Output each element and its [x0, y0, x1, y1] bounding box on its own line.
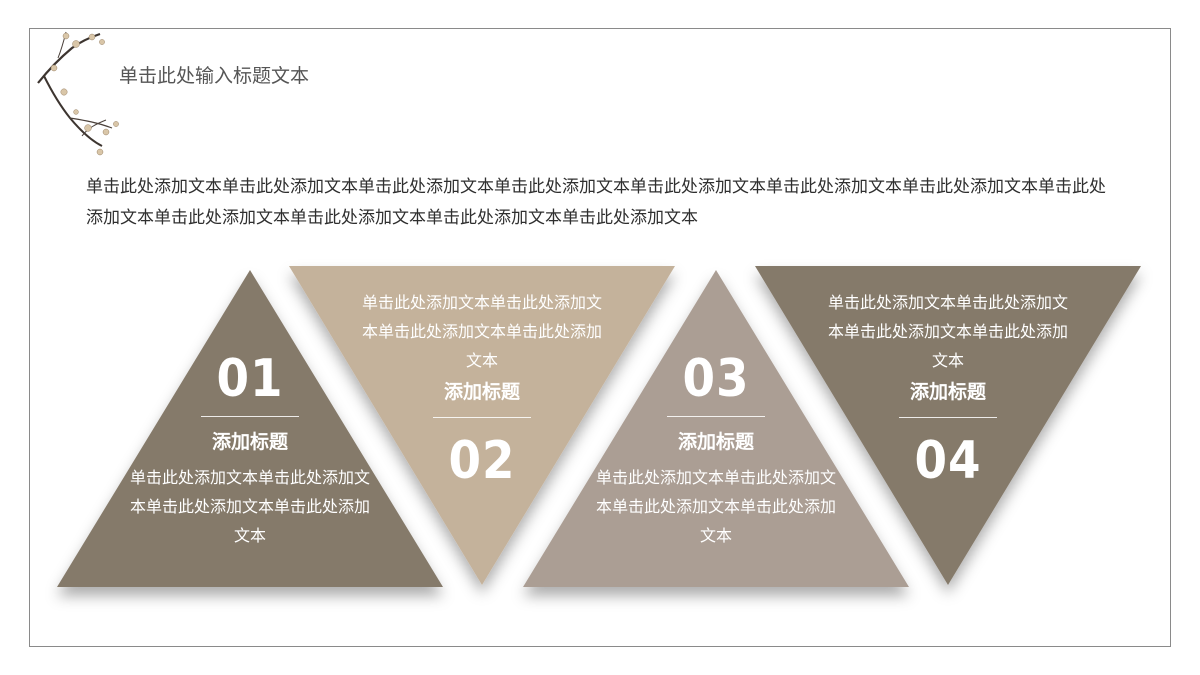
item-1-text[interactable]: 单击此处添加文本单击此处添加文本单击此处添加文本单击此处添加文本 — [130, 468, 371, 545]
slide-title[interactable]: 单击此处输入标题文本 — [119, 65, 310, 87]
item-4-text[interactable]: 单击此处添加文本单击此处添加文本单击此处添加文本单击此处添加文本 — [828, 293, 1069, 370]
item-4-number: 04 — [914, 431, 982, 491]
item-2-heading[interactable]: 添加标题 — [443, 381, 520, 403]
item-1: 01 添加标题 单击此处添加文本单击此处添加文本单击此处添加文本单击此处添加文本 — [120, 350, 380, 550]
item-3-divider — [667, 416, 765, 417]
triangle-up-3 — [523, 270, 909, 587]
triangle-down-4 — [755, 266, 1141, 585]
item-2-text[interactable]: 单击此处添加文本单击此处添加文本单击此处添加文本单击此处添加文本 — [362, 293, 603, 370]
item-1-divider — [201, 416, 299, 417]
item-3-text[interactable]: 单击此处添加文本单击此处添加文本单击此处添加文本单击此处添加文本 — [596, 468, 837, 545]
item-3: 03 添加标题 单击此处添加文本单击此处添加文本单击此处添加文本单击此处添加文本 — [586, 350, 846, 550]
triangle-up-1 — [57, 270, 443, 587]
item-3-number: 03 — [682, 349, 750, 409]
item-1-heading[interactable]: 添加标题 — [211, 431, 288, 453]
item-4-divider — [899, 417, 997, 418]
item-4: 单击此处添加文本单击此处添加文本单击此处添加文本单击此处添加文本 添加标题 04 — [818, 288, 1078, 490]
item-4-heading[interactable]: 添加标题 — [909, 381, 986, 403]
item-3-heading[interactable]: 添加标题 — [677, 431, 754, 453]
plum-blossom-branch-icon — [37, 31, 119, 156]
item-2-number: 02 — [448, 431, 516, 491]
item-2: 单击此处添加文本单击此处添加文本单击此处添加文本单击此处添加文本 添加标题 02 — [352, 288, 612, 490]
triangle-down-2 — [289, 266, 675, 585]
item-1-number: 01 — [216, 349, 284, 409]
intro-paragraph[interactable]: 单击此处添加文本单击此处添加文本单击此处添加文本单击此处添加文本单击此处添加文本… — [86, 177, 1106, 228]
item-2-divider — [433, 417, 531, 418]
